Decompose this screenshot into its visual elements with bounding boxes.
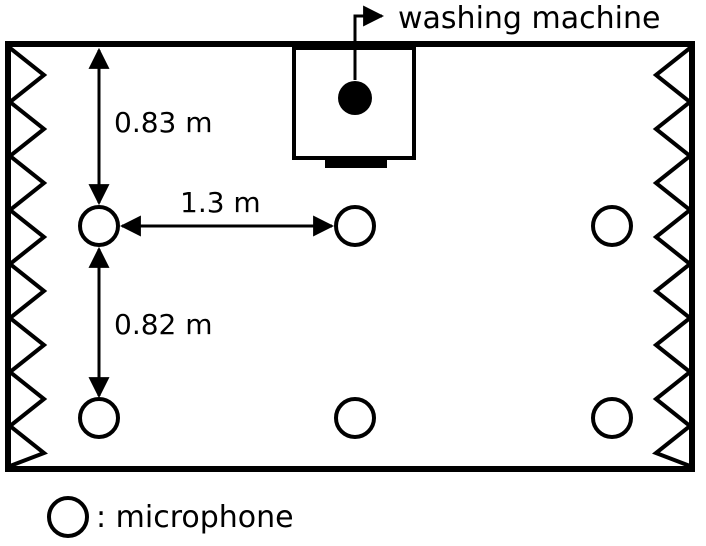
room-outline	[5, 41, 695, 472]
washing-machine-source-icon	[338, 81, 372, 115]
right-absorber-wedges	[652, 46, 694, 468]
legend-microphone-icon	[47, 496, 89, 538]
legend-label: : microphone	[96, 500, 294, 535]
dimension-label-wall-to-mic: 0.83 m	[114, 106, 213, 139]
microphone-icon	[78, 205, 120, 247]
microphone-icon	[334, 397, 376, 439]
washing-machine-base	[325, 160, 387, 168]
source-leader-arrow	[353, 5, 385, 80]
microphone-icon	[78, 397, 120, 439]
washing-machine-label: washing machine	[398, 1, 660, 36]
left-absorber-wedges	[6, 46, 48, 468]
dimension-label-row-spacing: 0.82 m	[114, 308, 213, 341]
microphone-icon	[334, 205, 376, 247]
microphone-icon	[591, 397, 633, 439]
dimension-label-mic-spacing: 1.3 m	[180, 186, 261, 219]
microphone-icon	[591, 205, 633, 247]
